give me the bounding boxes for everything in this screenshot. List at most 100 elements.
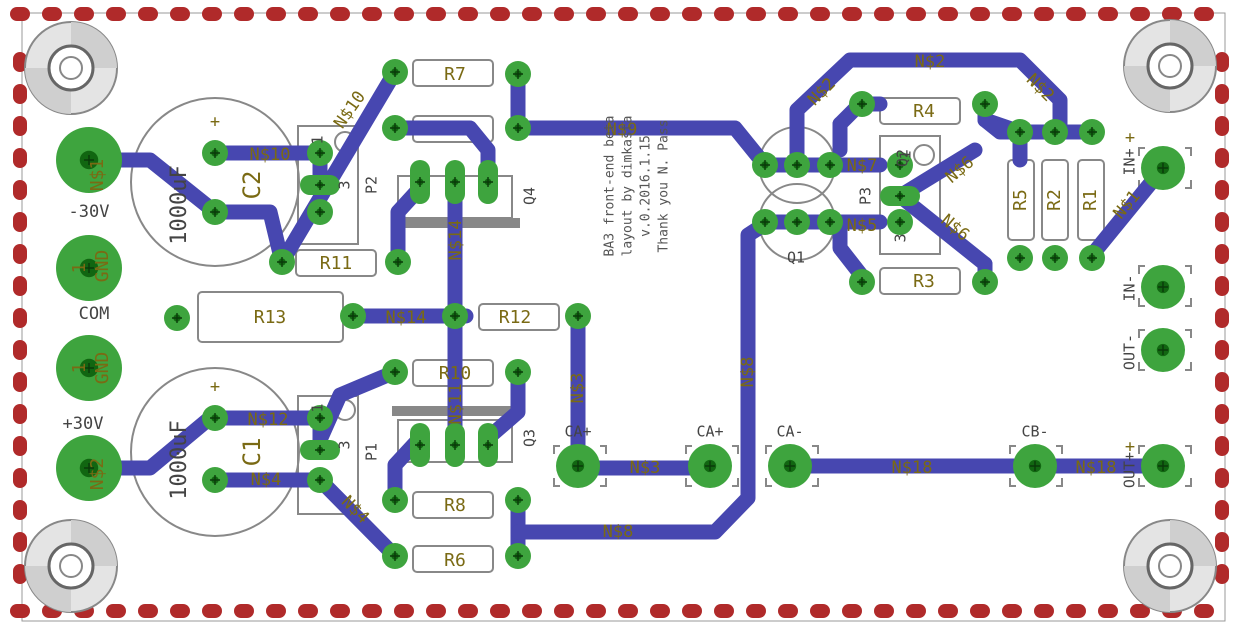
p3-pin1: 1 bbox=[897, 150, 915, 159]
stitch-via-63 bbox=[1002, 604, 1022, 618]
label-r2: R2 bbox=[1044, 189, 1065, 211]
pad-cross-mark bbox=[1015, 127, 1025, 137]
stitch-via-20 bbox=[330, 7, 350, 21]
stitch-via-78 bbox=[13, 84, 27, 104]
stitch-via-9 bbox=[138, 604, 158, 618]
label-q1: Q1 bbox=[787, 249, 805, 267]
stitch-via-26 bbox=[426, 7, 446, 21]
label-cb-minus: CB- bbox=[1021, 423, 1048, 441]
pad-cross-mark bbox=[210, 207, 220, 217]
stitch-via-39 bbox=[618, 604, 638, 618]
trimmer-p1-outline bbox=[297, 395, 359, 515]
pad-cross-mark bbox=[760, 160, 770, 170]
stitch-via-23 bbox=[362, 604, 382, 618]
p1-pin1: 1 bbox=[309, 403, 327, 412]
stitch-via-29 bbox=[458, 604, 478, 618]
p2-pin3: 3 bbox=[336, 180, 354, 189]
stitch-via-45 bbox=[714, 604, 734, 618]
stitch-via-8 bbox=[138, 7, 158, 21]
pad-cross-mark bbox=[315, 148, 325, 158]
stitch-via-1 bbox=[10, 604, 30, 618]
p3-pin3: 3 bbox=[892, 233, 910, 242]
mounting-hole-bottom-right bbox=[1123, 519, 1217, 613]
stitch-via-70 bbox=[1130, 7, 1150, 21]
net-n3-a: N$3 bbox=[568, 373, 588, 404]
pads bbox=[56, 59, 1185, 569]
pad-cross-mark bbox=[513, 123, 523, 133]
stitch-via-93 bbox=[1215, 308, 1229, 328]
label-r4: R4 bbox=[913, 101, 935, 122]
pad-cross-mark bbox=[390, 67, 400, 77]
pad-cross-mark bbox=[315, 180, 325, 190]
label-ca-plus-2: CA+ bbox=[696, 423, 723, 441]
net-n10-a: N$10 bbox=[250, 145, 291, 165]
plus-mark-out: + bbox=[1125, 437, 1135, 457]
label-c1: C1 bbox=[238, 438, 266, 467]
stitch-via-109 bbox=[1215, 564, 1229, 584]
label-q4: Q4 bbox=[521, 187, 539, 205]
stitch-via-71 bbox=[1130, 604, 1150, 618]
pad-cross-mark bbox=[450, 311, 460, 321]
stitch-via-41 bbox=[650, 604, 670, 618]
pad-cross-mark bbox=[895, 160, 905, 170]
via-stitching bbox=[10, 7, 1229, 618]
stitch-via-99 bbox=[1215, 404, 1229, 424]
label-r11: R11 bbox=[320, 253, 353, 274]
stitch-via-31 bbox=[490, 604, 510, 618]
pad-cross-mark bbox=[210, 148, 220, 158]
pad-cross-mark bbox=[980, 99, 990, 109]
pad-cross-mark bbox=[785, 461, 795, 471]
label-c2: C2 bbox=[238, 171, 266, 200]
stitch-via-61 bbox=[970, 604, 990, 618]
note-line-4: Thank you N. Pass bbox=[657, 119, 672, 252]
pad-cross-mark bbox=[483, 440, 493, 450]
stitch-via-84 bbox=[13, 180, 27, 200]
mounting-hole-bottom-left bbox=[24, 519, 118, 613]
label-q2: Q2 bbox=[894, 149, 912, 167]
pad-cross-mark bbox=[84, 155, 94, 165]
stitch-via-13 bbox=[202, 604, 222, 618]
stitch-via-105 bbox=[1215, 500, 1229, 520]
pad-cross-mark bbox=[573, 461, 583, 471]
label-r7: R7 bbox=[444, 64, 466, 85]
stitch-via-62 bbox=[1002, 7, 1022, 21]
stitch-via-103 bbox=[1215, 468, 1229, 488]
note-line-1: BA3 front-end beta bbox=[603, 116, 618, 257]
pad-cross-mark bbox=[1050, 127, 1060, 137]
pad-cross-mark bbox=[84, 363, 94, 373]
stitch-via-66 bbox=[1066, 7, 1086, 21]
pad-cross-mark bbox=[1158, 282, 1168, 292]
stitch-via-88 bbox=[13, 244, 27, 264]
stitch-via-0 bbox=[10, 7, 30, 21]
net-n7: N$7 bbox=[847, 156, 878, 176]
stitch-via-36 bbox=[586, 7, 606, 21]
stitch-via-85 bbox=[1215, 180, 1229, 200]
note-line-2: layout by dimkasta bbox=[621, 116, 636, 257]
stitch-via-10 bbox=[170, 7, 190, 21]
pad-cross-mark bbox=[513, 69, 523, 79]
stitch-via-49 bbox=[778, 604, 798, 618]
stitch-via-17 bbox=[266, 604, 286, 618]
stitch-via-77 bbox=[1215, 52, 1229, 72]
label-pin-one-1: 1 bbox=[69, 263, 90, 274]
pad-cross-mark bbox=[84, 263, 94, 273]
label-in-plus: IN+ bbox=[1121, 148, 1139, 175]
stitch-via-86 bbox=[13, 212, 27, 232]
stitch-via-95 bbox=[1215, 340, 1229, 360]
stitch-via-35 bbox=[554, 604, 574, 618]
pad-cross-mark bbox=[1158, 163, 1168, 173]
stitch-via-107 bbox=[1215, 532, 1229, 552]
pad-cross-mark bbox=[172, 313, 182, 323]
pad-cross-mark bbox=[390, 495, 400, 505]
stitch-via-52 bbox=[842, 7, 862, 21]
pad-cross-mark bbox=[705, 461, 715, 471]
stitch-via-56 bbox=[906, 7, 926, 21]
label-p1: P1 bbox=[363, 443, 381, 461]
stitch-via-18 bbox=[298, 7, 318, 21]
pad-cross-mark bbox=[415, 177, 425, 187]
stitch-via-16 bbox=[266, 7, 286, 21]
stitch-via-57 bbox=[906, 604, 926, 618]
label-pin-one-2: 1 bbox=[69, 363, 90, 374]
label-gnd-2: GND bbox=[92, 352, 113, 385]
